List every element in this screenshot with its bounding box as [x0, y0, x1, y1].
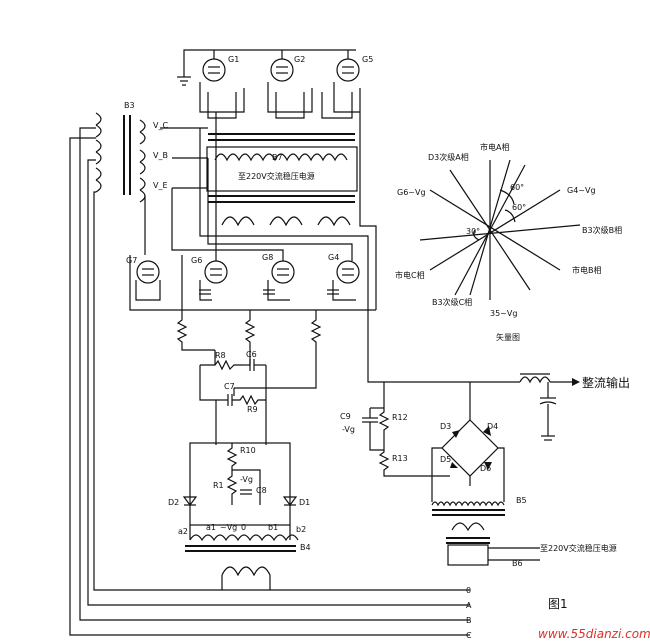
component-label-c9: C9: [340, 412, 351, 421]
component-label-vg-r11: -Vg: [240, 475, 253, 484]
component-label-c6: C6: [246, 350, 257, 359]
b4-tap-a2: a2: [178, 527, 188, 536]
tube-g7: G4: [328, 253, 360, 284]
bridge-rectifier: D3 D4 D5 D6: [440, 419, 499, 477]
b4-tap-0: 0: [241, 523, 246, 532]
phasor-label-b3-secondary-b: B3次级B相: [582, 225, 622, 235]
phasor-diagram: 市电A相 D3次级A相 G6~Vg G4~Vg B3次级B相 市电C相 市电B相…: [395, 142, 622, 342]
diode-d2: D2: [168, 496, 198, 507]
b7-supply-label: 至220V交流稳压电源: [238, 171, 315, 181]
component-label-r13: R13: [392, 454, 408, 463]
phasor-title: 矢量图: [496, 332, 520, 342]
b4-tap-b2: b2: [296, 525, 306, 534]
capacitor-c6: C6: [242, 350, 266, 371]
grid-resistor-3: [234, 310, 322, 389]
tube-g5: G6: [191, 256, 228, 284]
bus-label-a: A: [466, 601, 472, 610]
component-label-d6: D6: [480, 464, 491, 473]
capacitor-c8: C8: [240, 486, 267, 495]
component-label-r11: R1: [213, 481, 224, 490]
component-label-r10: R10: [240, 446, 256, 455]
tube-g3: G5: [336, 55, 373, 82]
tube-g1: G1: [202, 55, 239, 82]
component-label-vg-c9: -Vg: [342, 425, 355, 434]
bus-label-0: 0: [466, 586, 471, 595]
transformer-b6: B6: [446, 522, 523, 568]
resistor-r13: R13: [378, 450, 450, 477]
component-label-d2: D2: [168, 498, 179, 507]
phasor-angle-60-upper: 60°: [510, 183, 524, 192]
phase-label-vc: V_C: [153, 121, 168, 130]
capacitor-c9: C9 -Vg: [340, 407, 384, 451]
bus-label-c: C: [466, 631, 472, 640]
power-buses: 0 A B C: [69, 127, 472, 640]
tube-g6: G8: [262, 253, 295, 284]
component-label-r12: R12: [392, 413, 408, 422]
transformer-label-b5: B5: [516, 496, 527, 505]
transformer-b4: B4 a2 a1 ~Vg 0 b1 b2: [178, 523, 311, 577]
grid-resistor-1: [176, 310, 215, 351]
tube-label-g1: G1: [228, 55, 239, 64]
transformer-b7: B7 至220V交流稳压电源: [206, 133, 358, 227]
bus-label-b: B: [466, 616, 472, 625]
phase-label-va: V_E: [153, 181, 168, 190]
phasor-label-mains-a: 市电A相: [480, 142, 509, 152]
tube-g4: G7: [126, 256, 160, 284]
ground-symbol-top: [177, 76, 191, 86]
phasor-label-b3-secondary-c: B3次级C相: [432, 297, 472, 307]
grid-resistor-2: [244, 310, 256, 365]
transformer-b3: B3 V_C V_B V_E: [95, 101, 168, 203]
phasor-label-mains-b: 市电B相: [572, 265, 602, 275]
tube-label-g4: G7: [126, 256, 137, 265]
phasor-label-g6-vg: G6~Vg: [397, 188, 426, 197]
phasor-label-d3-secondary-a: D3次级A相: [428, 152, 469, 162]
phasor-label-mains-c: 市电C相: [395, 270, 425, 280]
component-label-c7: C7: [224, 382, 235, 391]
component-label-d3: D3: [440, 422, 451, 431]
phasor-angle-30: 30°: [466, 227, 480, 236]
resistor-r9: R9: [232, 394, 266, 414]
resistor-r12: R12: [378, 408, 408, 450]
output-label: 整流输出: [582, 375, 630, 390]
tube-label-g3: G5: [362, 55, 373, 64]
component-label-r8: R8: [215, 351, 226, 360]
phase-label-vb: V_B: [153, 151, 168, 160]
watermark: www.55dianzi.com: [538, 627, 650, 641]
resistor-r10: R10: [226, 443, 256, 470]
transformer-label-b3: B3: [124, 101, 135, 110]
output-arrow: [550, 378, 580, 386]
component-label-r9: R9: [247, 405, 258, 414]
component-label-d5: D5: [440, 455, 451, 464]
component-label-d1: D1: [299, 498, 310, 507]
capacitor-c7: C7: [220, 382, 235, 406]
component-label-c8: C8: [256, 486, 267, 495]
figure-label: 图1: [548, 597, 568, 611]
output-choke: [519, 373, 551, 384]
output-capacitor: [539, 397, 557, 441]
tube-label-g6: G8: [262, 253, 273, 262]
transformer-b5: B5: [431, 496, 527, 516]
transformer-label-b6: B6: [512, 559, 523, 568]
tube-label-g7: G4: [328, 253, 339, 262]
transformer-label-b4: B4: [300, 543, 311, 552]
diode-d1: D1: [282, 496, 310, 507]
resistor-r8: R8: [200, 351, 242, 371]
b4-tap-a1: a1: [206, 523, 216, 532]
resistor-r11: R1 -Vg: [213, 470, 253, 505]
tube-label-g2: G2: [294, 55, 305, 64]
phasor-angle-60-lower: 60°: [512, 203, 526, 212]
transformer-label-b7: B7: [272, 153, 283, 162]
b4-tap-vg: ~Vg: [220, 523, 237, 532]
b6-supply-label: 至220V交流稳压电源: [540, 543, 617, 553]
phasor-label-35-vg: 35~Vg: [490, 309, 517, 318]
component-label-d4: D4: [487, 422, 498, 431]
phasor-label-g4-vg: G4~Vg: [567, 186, 596, 195]
b4-tap-b1: b1: [268, 523, 278, 532]
tube-label-g5: G6: [191, 256, 202, 265]
tube-g2: G2: [270, 55, 305, 82]
